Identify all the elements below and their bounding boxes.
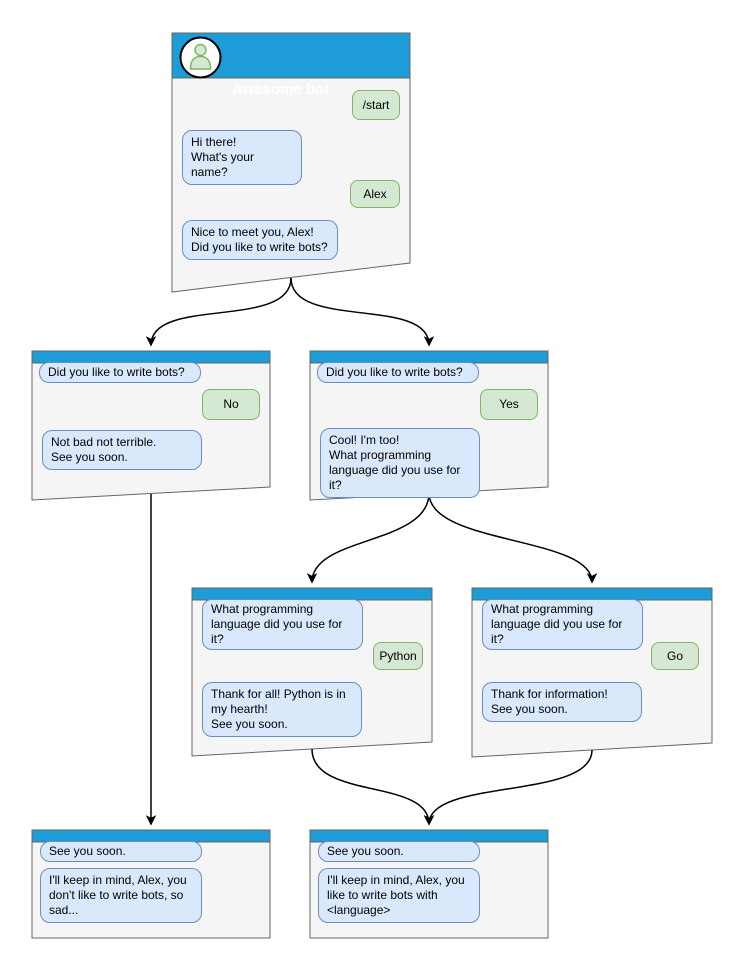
user-message-bubble: Python bbox=[373, 642, 423, 670]
chat-window-python-branch: What programming language did you use fo… bbox=[192, 588, 432, 757]
chat-window-go-branch: What programming language did you use fo… bbox=[472, 588, 712, 758]
chat-window-yes-branch: Did you like to write bots? Yes Cool! I'… bbox=[310, 351, 548, 501]
bot-message-bubble: What programming language did you use fo… bbox=[482, 599, 643, 650]
user-message-bubble: Alex bbox=[350, 180, 400, 208]
user-message-bubble: Yes bbox=[480, 389, 538, 420]
chat-window-main: Awesome bot /start Hi there! What's your… bbox=[172, 33, 410, 293]
arrow-go-to-end-right bbox=[423, 749, 593, 826]
bot-message-bubble: Thank for all! Python is in my hearth! S… bbox=[202, 682, 362, 737]
user-message-bubble: /start bbox=[352, 90, 400, 120]
chat-window-no-branch: Did you like to write bots? No Not bad n… bbox=[32, 351, 270, 501]
bot-message-bubble: Did you like to write bots? bbox=[317, 362, 479, 383]
arrow-yes-to-go-branch bbox=[428, 492, 598, 584]
bot-message-bubble: Thank for information! See you soon. bbox=[482, 682, 642, 722]
chat-window-end-right: See you soon. I'll keep in mind, Alex, y… bbox=[310, 830, 548, 938]
bot-message-bubble: See you soon. bbox=[40, 841, 202, 862]
arrow-python-to-end-right bbox=[311, 748, 435, 826]
bot-message-bubble: I'll keep in mind, Alex, you don't like … bbox=[40, 868, 202, 923]
user-message-bubble: Go bbox=[651, 642, 699, 670]
bot-message-bubble: Did you like to write bots? bbox=[39, 362, 201, 383]
person-icon bbox=[189, 43, 212, 70]
user-message-bubble: No bbox=[202, 389, 260, 420]
arrow-main-to-yes-branch bbox=[290, 277, 435, 347]
bot-message-bubble: I'll keep in mind, Alex, you like to wri… bbox=[318, 868, 480, 923]
bot-message-bubble: Cool! I'm too! What programming language… bbox=[320, 428, 480, 498]
chat-window-end-left: See you soon. I'll keep in mind, Alex, y… bbox=[32, 830, 270, 938]
bot-message-bubble: What programming language did you use fo… bbox=[202, 599, 363, 650]
bot-message-bubble: Nice to meet you, Alex! Did you like to … bbox=[182, 220, 338, 260]
bot-message-bubble: Not bad not terrible. See you soon. bbox=[42, 430, 202, 470]
arrow-main-to-no-branch bbox=[145, 277, 292, 347]
bot-message-bubble: Hi there! What's your name? bbox=[182, 130, 302, 185]
bot-avatar bbox=[179, 36, 222, 79]
arrow-yes-to-python-branch bbox=[306, 492, 430, 584]
chat-window-title: Awesome bot bbox=[232, 81, 330, 98]
bot-message-bubble: See you soon. bbox=[318, 841, 480, 862]
